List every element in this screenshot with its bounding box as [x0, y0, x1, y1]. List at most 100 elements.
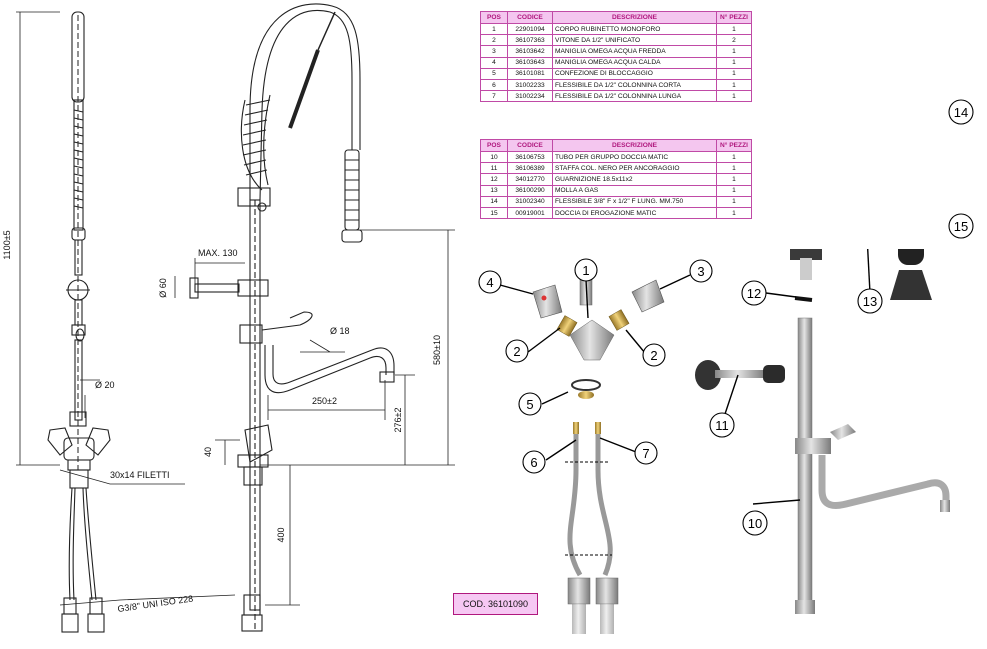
flexible-hoses	[567, 430, 613, 577]
cell-pezzi: 1	[716, 45, 752, 58]
cell-pos: 11	[480, 162, 508, 175]
cell-pezzi: 1	[716, 184, 752, 197]
cell-descrizione: GUARNIZIONE 18.5x11x2	[552, 173, 717, 186]
col-descrizione: DESCRIZIONE	[552, 11, 717, 24]
wall-bracket	[695, 360, 785, 390]
cell-descrizione: MANIGLIA OMEGA ACQUA CALDA	[552, 56, 717, 69]
cell-pezzi: 1	[716, 67, 752, 80]
cell-pezzi: 2	[716, 34, 752, 47]
cell-descrizione: FLESSIBILE DA 1/2" COLONNINA CORTA	[552, 78, 717, 92]
cell-descrizione: TUBO PER GRUPPO DOCCIA MATIC	[552, 150, 717, 164]
cell-descrizione: STAFFA COL. NERO PER ANCORAGGIO	[552, 162, 717, 175]
cell-pos: 10	[480, 150, 508, 164]
dim-total-height: 1100±5	[2, 230, 12, 259]
col-pos: POS	[480, 11, 508, 24]
cell-descrizione: MANIGLIA OMEGA ACQUA FREDDA	[552, 45, 717, 58]
dim-580: 580±10	[432, 335, 442, 365]
cell-codice: 31002234	[507, 90, 553, 103]
cell-codice: 36100290	[507, 184, 553, 197]
cell-pos: 15	[480, 206, 508, 220]
col-pezzi: N° PEZZI	[716, 139, 752, 152]
gasket	[794, 296, 813, 302]
cell-codice: 31002340	[507, 195, 553, 208]
cell-pos: 3	[480, 45, 508, 58]
handle-hot	[532, 284, 563, 319]
cell-pezzi: 1	[716, 56, 752, 69]
cell-pos: 6	[480, 78, 508, 92]
cell-pos: 13	[480, 184, 508, 197]
cell-pezzi: 1	[716, 195, 752, 208]
pre-rinse-shower	[790, 249, 932, 300]
cell-codice: 36106753	[507, 150, 553, 164]
cell-pos: 14	[480, 195, 508, 208]
svg-text:15: 15	[954, 219, 968, 234]
cell-descrizione: DOCCIA DI EROGAZIONE MATIC	[552, 206, 717, 220]
dim-dia-18: Ø 18	[330, 326, 350, 336]
cell-codice: 00919001	[507, 206, 553, 220]
dim-276: 276±2	[393, 408, 403, 433]
cell-descrizione: FLESSIBILE DA 1/2" COLONNINA LUNGA	[552, 90, 717, 103]
col-codice: CODICE	[507, 11, 553, 24]
col-codice: CODICE	[507, 139, 553, 152]
cell-codice: 36101081	[507, 67, 553, 80]
cell-codice: 31002233	[507, 78, 553, 92]
cell-pezzi: 1	[716, 150, 752, 164]
dim-40: 40	[203, 447, 213, 457]
cell-descrizione: CONFEZIONE DI BLOCCAGGIO	[552, 67, 717, 80]
cell-pezzi: 1	[716, 22, 752, 36]
cell-pos: 2	[480, 34, 508, 47]
dim-thread: 30x14 FILETTI	[110, 470, 170, 480]
dim-max-130: MAX. 130	[198, 248, 238, 258]
col-descrizione: DESCRIZIONE	[552, 139, 717, 152]
cell-pos: 4	[480, 56, 508, 69]
exploded-view	[499, 249, 950, 634]
cell-codice: 36107363	[507, 34, 553, 47]
dim-250: 250±2	[312, 396, 337, 406]
cell-codice: 34012770	[507, 173, 553, 186]
col-pezzi: N° PEZZI	[716, 11, 752, 24]
cell-descrizione: CORPO RUBINETTO MONOFORO	[552, 22, 717, 36]
cell-codice: 36103643	[507, 56, 553, 69]
dim-dia-60: Ø 60	[158, 278, 168, 298]
cell-pezzi: 1	[716, 206, 752, 220]
cell-pezzi: 1	[716, 90, 752, 103]
handle-cold	[631, 279, 665, 313]
cell-pos: 12	[480, 173, 508, 186]
cell-pos: 5	[480, 67, 508, 80]
technical-drawing: 1100±5 MAX. 130 Ø 60 Ø 18 Ø 20 580±10 25…	[2, 3, 455, 633]
dim-dia-20: Ø 20	[95, 380, 115, 390]
cell-pos: 1	[480, 22, 508, 36]
valve-body	[569, 264, 615, 361]
col-pos: POS	[480, 139, 508, 152]
lock-ring	[571, 379, 601, 391]
cell-pezzi: 1	[716, 173, 752, 186]
cell-codice: 36103642	[507, 45, 553, 58]
cell-descrizione: FLESSIBILE 3/8" F x 1/2" F LUNG. MM.750	[552, 195, 717, 208]
product-code-label: COD. 36101090	[453, 593, 538, 615]
cell-pos: 7	[480, 90, 508, 103]
cell-codice: 36106389	[507, 162, 553, 175]
dim-400: 400	[276, 527, 286, 542]
callout-14: 14	[948, 99, 974, 125]
callout-15: 15	[948, 213, 974, 239]
cell-descrizione: MOLLA A GAS	[552, 184, 717, 197]
cell-descrizione: VITONE DA 1/2" UNIFICATO	[552, 34, 717, 47]
svg-text:14: 14	[954, 105, 968, 120]
column-tube	[795, 317, 950, 614]
cell-codice: 22901094	[507, 22, 553, 36]
cell-pezzi: 1	[716, 162, 752, 175]
